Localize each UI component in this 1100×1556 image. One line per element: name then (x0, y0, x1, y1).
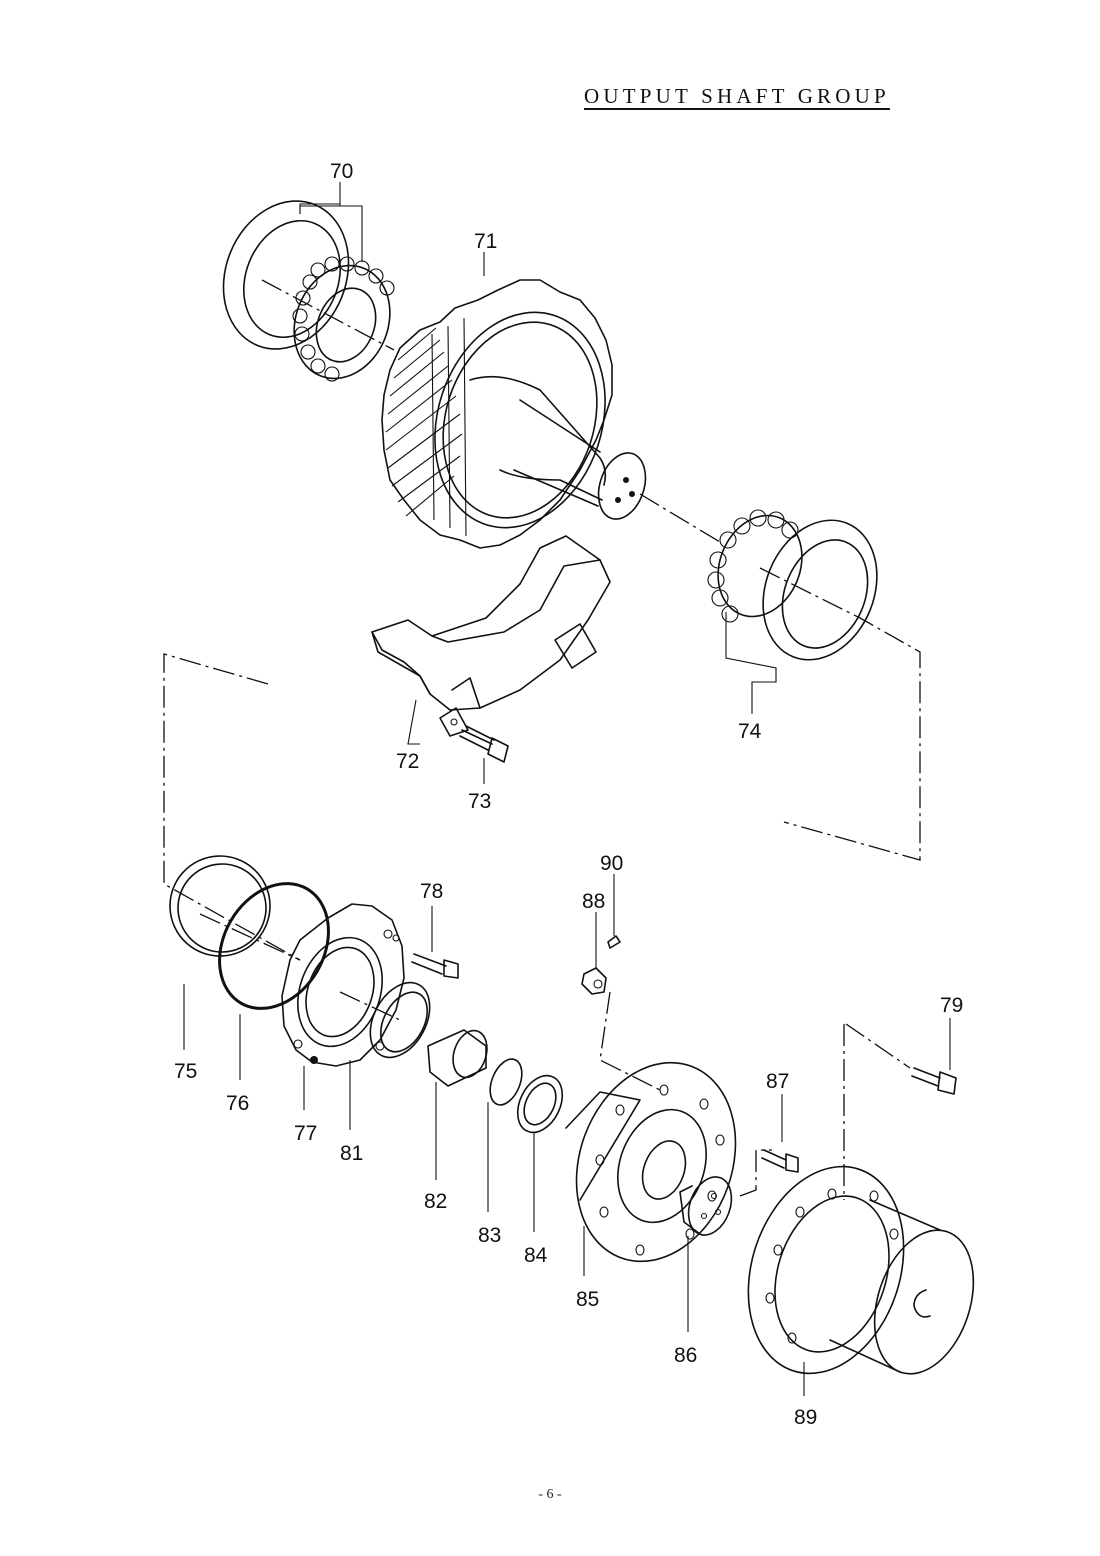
callout-86: 86 (674, 1344, 697, 1367)
part-83-o-ring (489, 1058, 523, 1106)
lower-leader-lines (183, 874, 951, 1396)
callout-88: 88 (582, 890, 605, 913)
part-75-shim (169, 855, 271, 957)
part-81-seal (369, 981, 431, 1059)
callout-72: 72 (396, 750, 419, 773)
part-84-washer (516, 1074, 564, 1134)
part-71-gear-shaft (381, 279, 647, 549)
part-79-bolt (911, 1067, 957, 1095)
page-number: - 6 - (538, 1487, 562, 1502)
part-82-sleeve (427, 1029, 488, 1087)
callout-83: 83 (478, 1224, 501, 1247)
callout-76: 76 (226, 1092, 249, 1115)
page-title: OUTPUT SHAFT GROUP (584, 84, 890, 108)
callout-79: 79 (940, 994, 963, 1017)
callout-78: 78 (420, 880, 443, 903)
part-87-bolt (761, 1149, 799, 1173)
callout-74: 74 (738, 720, 762, 743)
callout-89: 89 (794, 1406, 817, 1429)
callout-77: 77 (294, 1122, 317, 1145)
part-73-bolt (459, 725, 509, 763)
part-88-nut (581, 967, 607, 995)
callout-75: 75 (174, 1060, 197, 1083)
upper-leader-lines (299, 182, 777, 784)
callout-81: 81 (340, 1142, 363, 1165)
callout-73: 73 (468, 790, 491, 813)
callout-71: 71 (474, 230, 497, 253)
part-74-bearing (707, 509, 878, 661)
callout-82: 82 (424, 1190, 447, 1213)
callout-87: 87 (766, 1070, 789, 1093)
part-85-flange (565, 1061, 737, 1263)
callout-70: 70 (330, 160, 353, 183)
part-77-retainer (281, 903, 405, 1067)
part-90-pin (607, 935, 621, 949)
callout-90: 90 (600, 852, 623, 875)
callout-84: 84 (524, 1244, 548, 1267)
part-78-bolt (411, 953, 459, 979)
part-70-bearing (222, 200, 395, 382)
part-72-cover (371, 535, 611, 737)
part-86-cap (679, 1176, 733, 1236)
part-76-o-ring (218, 882, 330, 1010)
part-89-hub (747, 1165, 975, 1375)
callout-85: 85 (576, 1288, 599, 1311)
